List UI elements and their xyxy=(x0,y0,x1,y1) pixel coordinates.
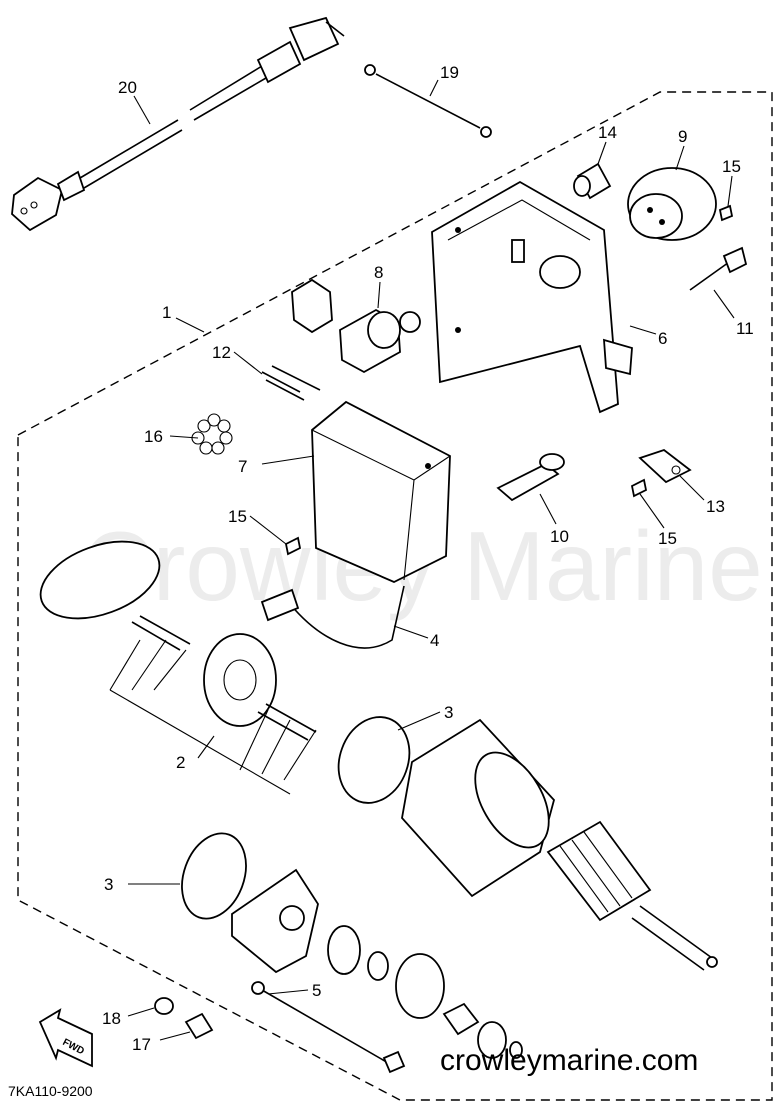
part-6-bracket xyxy=(431,180,633,414)
screw-15-group xyxy=(284,204,734,556)
callout-7: 7 xyxy=(238,457,247,476)
part-11-stud xyxy=(689,246,748,291)
callout-20: 20 xyxy=(118,78,137,97)
callout-17: 17 xyxy=(132,1035,151,1054)
part-16-ring xyxy=(191,413,233,455)
part-18-washer xyxy=(154,997,174,1015)
part-10-shaft xyxy=(496,453,565,502)
callout-1: 1 xyxy=(162,303,171,322)
part-14-grommet xyxy=(573,162,612,200)
callout-15-mid: 15 xyxy=(228,507,247,526)
part-19-lead xyxy=(364,64,492,138)
callout-15-right: 15 xyxy=(658,529,677,548)
part-3-o-rings xyxy=(181,716,411,920)
diagram-code: 7KA110-9200 xyxy=(8,1083,93,1099)
part-13-clamp xyxy=(638,448,692,484)
fwd-arrow-icon: FWD xyxy=(38,1008,93,1068)
part-4-lead xyxy=(260,585,405,649)
callout-13: 13 xyxy=(706,497,725,516)
website-label: crowleymarine.com xyxy=(440,1044,698,1077)
callout-3-upper: 3 xyxy=(444,703,453,722)
part-7-box xyxy=(311,400,451,583)
callout-11: 11 xyxy=(736,319,754,338)
callout-10: 10 xyxy=(550,527,569,546)
callout-18: 18 xyxy=(102,1009,121,1028)
part-12-terminals xyxy=(261,365,321,401)
part-2-brush-plate xyxy=(39,540,317,795)
callout-3-lower: 3 xyxy=(104,875,113,894)
part-17-bolt xyxy=(184,1012,214,1040)
assembly-boundary xyxy=(17,91,773,1101)
callout-9: 9 xyxy=(678,127,687,146)
callout-2: 2 xyxy=(176,753,185,772)
callout-16: 16 xyxy=(144,427,163,446)
callout-numbers: 20 19 14 9 15 11 6 8 1 12 16 7 15 10 13 … xyxy=(102,63,754,1054)
callout-14: 14 xyxy=(598,123,617,142)
part-5-through-bolt xyxy=(251,981,406,1074)
callout-5: 5 xyxy=(312,981,321,1000)
callout-12: 12 xyxy=(212,343,231,362)
starter-armature xyxy=(546,820,718,971)
part-9-cover xyxy=(627,167,717,241)
pinion-parts xyxy=(327,925,523,1059)
callout-19: 19 xyxy=(440,63,459,82)
starter-yoke xyxy=(401,718,555,898)
callout-15-top: 15 xyxy=(722,157,741,176)
callout-6: 6 xyxy=(658,329,667,348)
part-8-relay xyxy=(291,278,421,374)
end-frame xyxy=(231,868,319,974)
callout-4: 4 xyxy=(430,631,439,650)
part-20-cable xyxy=(11,16,345,232)
callout-8: 8 xyxy=(374,263,383,282)
leader-lines xyxy=(127,79,735,1041)
